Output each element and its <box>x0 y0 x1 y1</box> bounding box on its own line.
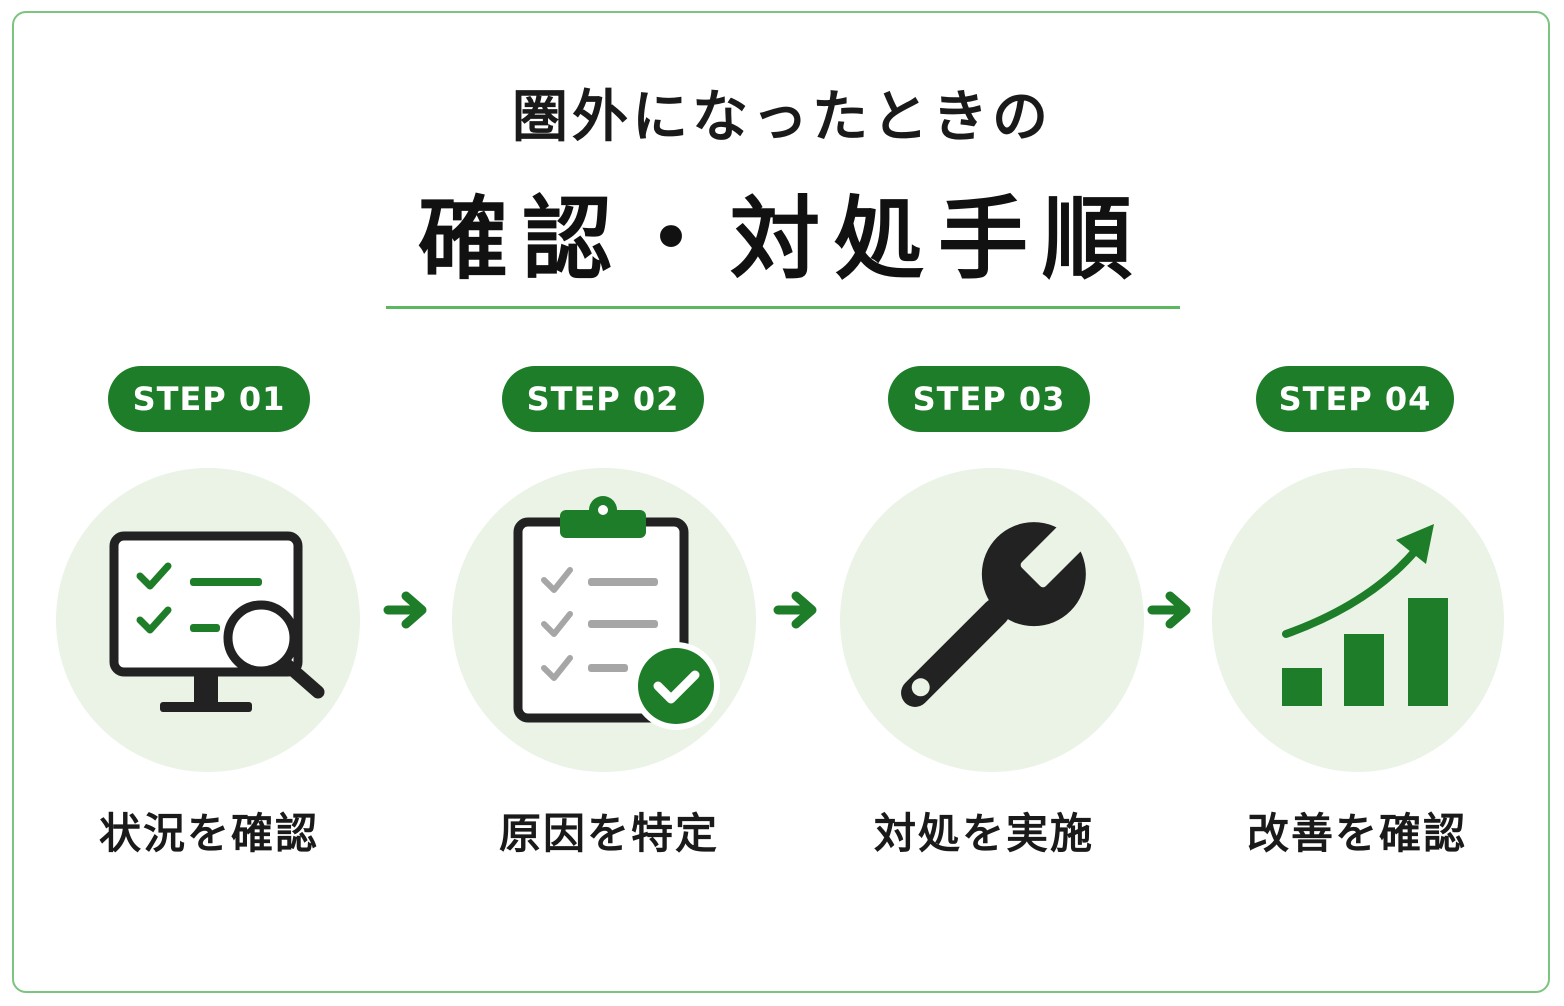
step-3-badge: STEP 03 <box>888 366 1090 432</box>
step-4-label: 改善を確認 <box>1246 809 1467 858</box>
clipboard-check-icon <box>513 496 720 730</box>
step-1-badge: STEP 01 <box>108 366 310 432</box>
arrow-right-icon <box>383 591 427 629</box>
step-3-label: 対処を実施 <box>873 809 1094 858</box>
monitor-search-icon <box>109 531 325 712</box>
step-2-badge: STEP 02 <box>502 366 704 432</box>
step-4-badge: STEP 04 <box>1256 366 1454 432</box>
arrow-right-icon <box>1147 591 1191 629</box>
arrow-right-icon <box>773 591 817 629</box>
growth-chart-icon <box>1282 524 1448 706</box>
step-4-circle <box>1212 468 1504 772</box>
step-2-label: 原因を特定 <box>498 809 719 858</box>
diagram-subtitle: 圏外になったときの <box>512 85 1052 150</box>
title-divider <box>386 306 1180 309</box>
wrench-icon <box>901 517 1091 707</box>
step-1-label: 状況を確認 <box>98 809 319 858</box>
diagram-title: 確認・対処手順 <box>418 187 1146 292</box>
